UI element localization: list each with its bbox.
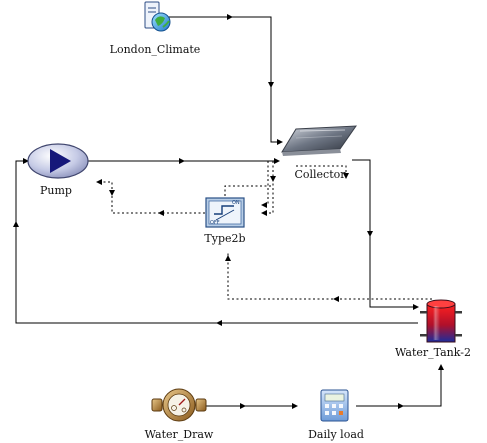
collector-label: Collector [294, 168, 346, 181]
tank-label: Water_Tank-2 [395, 346, 471, 359]
link-controller-pump[interactable] [96, 179, 205, 216]
controller-on-text: ON [232, 200, 240, 206]
water-draw-label: Water_Draw [145, 428, 214, 441]
component-collector[interactable]: Collector [281, 125, 357, 181]
pump-label: Pump [40, 184, 72, 197]
daily-load-label: Daily load [308, 428, 364, 441]
component-controller[interactable]: ON OFF Type2b [204, 197, 246, 245]
component-pump[interactable]: Pump [27, 143, 89, 197]
component-tank[interactable]: Water_Tank-2 [395, 299, 471, 359]
link-dailyload-tank[interactable] [356, 364, 444, 409]
link-tank-controller[interactable] [225, 252, 432, 302]
water-meter-icon [151, 388, 207, 422]
link-collector-tank[interactable] [352, 159, 419, 310]
link-tank-pump[interactable] [13, 158, 418, 326]
storage-tank-icon [420, 299, 462, 343]
controller-label: Type2b [204, 232, 245, 245]
link-climate-collector[interactable] [159, 14, 283, 145]
component-daily-load[interactable]: Daily load [308, 389, 364, 441]
link-collector-tank-sense[interactable] [296, 165, 349, 179]
pump-icon [27, 143, 89, 179]
on-off-controller-icon: ON OFF [205, 197, 245, 228]
link-pump-collector[interactable] [87, 158, 280, 164]
calculator-icon [320, 389, 349, 422]
link-collector-controller[interactable] [224, 161, 276, 216]
link-waterdraw-dailyload[interactable] [205, 403, 298, 409]
controller-off-text: OFF [210, 220, 220, 226]
climate-label: London_Climate [110, 43, 201, 56]
weather-data-icon [144, 1, 171, 32]
component-climate[interactable]: London_Climate [110, 1, 201, 56]
solar-collector-icon [281, 125, 357, 156]
component-water-draw[interactable]: Water_Draw [145, 388, 214, 441]
